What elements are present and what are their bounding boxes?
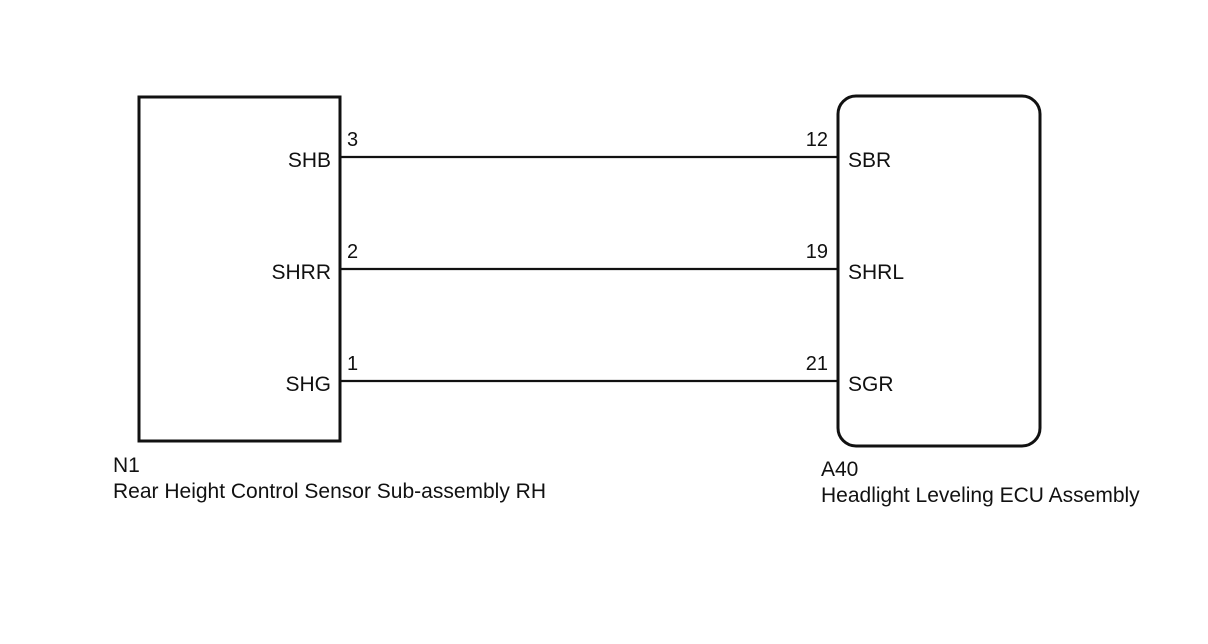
right-component-box	[836, 94, 1042, 448]
left-pin-number: 3	[347, 129, 358, 151]
left-component-name: Rear Height Control Sensor Sub-assembly …	[113, 480, 546, 503]
left-pin-number: 2	[347, 241, 358, 263]
right-terminal-label: SBR	[848, 149, 891, 172]
right-pin-number: 12	[806, 129, 828, 151]
right-pin-number: 19	[806, 241, 828, 263]
left-terminal-label: SHB	[288, 149, 331, 172]
right-component-name: Headlight Leveling ECU Assembly	[821, 484, 1140, 507]
left-pin-number: 1	[347, 353, 358, 375]
right-terminal-label: SGR	[848, 373, 894, 396]
left-terminal-label: SHG	[285, 373, 331, 396]
left-component-code: N1	[113, 454, 140, 477]
right-terminal-label: SHRL	[848, 261, 904, 284]
left-terminal-label: SHRR	[271, 261, 331, 284]
right-pin-number: 21	[806, 353, 828, 375]
right-component-code: A40	[821, 458, 858, 481]
